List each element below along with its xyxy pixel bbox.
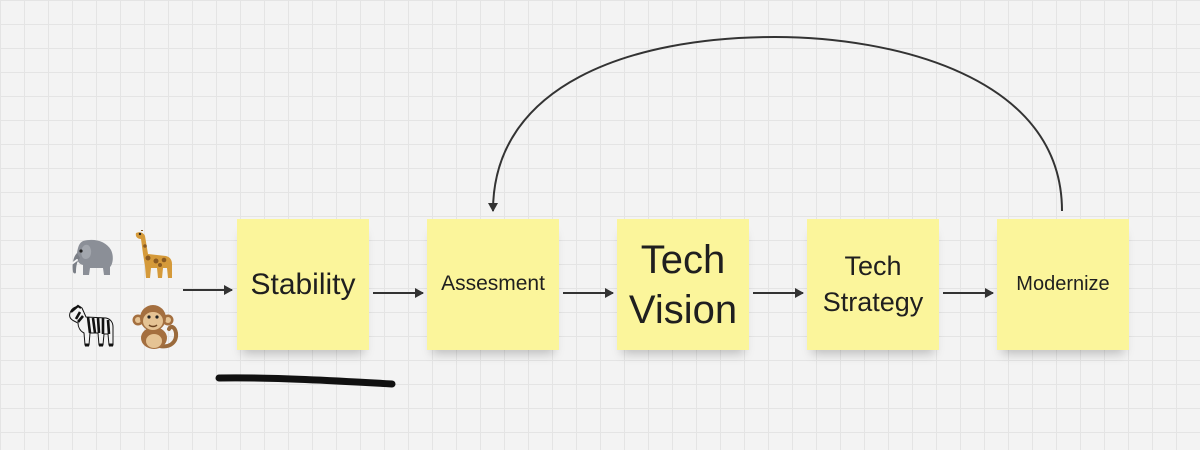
sticky-note-modernize[interactable]: Modernize xyxy=(997,219,1129,350)
sticky-note-tech-vision[interactable]: Tech Vision xyxy=(617,219,749,350)
sticky-note-assessment[interactable]: Assesment xyxy=(427,219,559,350)
sticky-label-modernize: Modernize xyxy=(1016,272,1110,295)
giraffe-icon[interactable] xyxy=(130,230,178,280)
sticky-label-assessment: Assesment xyxy=(441,272,545,296)
sticky-label-tech-strategy: Tech Strategy xyxy=(822,251,924,317)
monkey-icon[interactable] xyxy=(130,302,180,350)
sticky-label-stability: Stability xyxy=(250,267,356,301)
sticky-label-tech-vision: Tech Vision xyxy=(628,237,738,332)
elephant-icon[interactable] xyxy=(68,237,118,277)
sticky-note-tech-strategy[interactable]: Tech Strategy xyxy=(807,219,939,350)
ink-underline-stroke[interactable] xyxy=(215,374,396,388)
zebra-icon[interactable] xyxy=(66,303,118,347)
feedback-loop-arrow-modernize-to-assessment[interactable] xyxy=(488,35,1063,212)
sticky-note-stability[interactable]: Stability xyxy=(237,219,369,350)
